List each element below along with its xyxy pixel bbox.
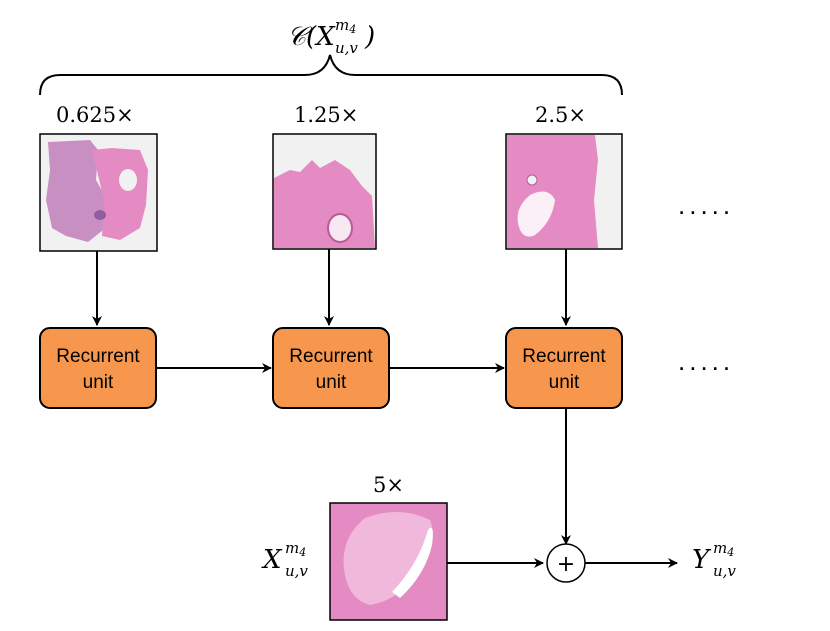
input-magnification-label: 5×	[373, 473, 404, 497]
thumbnail-125x	[272, 133, 377, 250]
sum-node: +	[546, 543, 586, 583]
context-label-suffix: )	[364, 22, 375, 52]
magnification-label-3: 2.5×	[535, 103, 586, 127]
recurrent-unit-1: Recurrent unit	[39, 327, 157, 409]
svg-text:Recurrent: Recurrent	[289, 346, 373, 367]
svg-text:Recurrent: Recurrent	[522, 346, 606, 367]
context-label: 𝒞(X	[287, 22, 336, 52]
thumbnail-5x	[329, 502, 448, 621]
output-label: Y	[692, 545, 712, 575]
input-label: X	[261, 545, 283, 575]
input-label-sup: m4	[285, 539, 306, 559]
output-label-sub: u,v	[713, 562, 736, 580]
output-label-sup: m4	[713, 539, 734, 559]
context-label-sup: m4	[335, 16, 356, 36]
magnification-label-1: 0.625×	[56, 103, 134, 127]
recurrent-unit-3: Recurrent unit	[505, 327, 623, 409]
ellipsis-middle: .....	[678, 346, 734, 376]
recurrent-unit-2: Recurrent unit	[272, 327, 390, 409]
svg-text:+: +	[557, 552, 575, 577]
svg-text:Recurrent: Recurrent	[56, 346, 140, 367]
thumbnail-0625x	[39, 133, 158, 252]
svg-text:unit: unit	[316, 372, 347, 393]
svg-text:unit: unit	[83, 372, 114, 393]
magnification-label-2: 1.25×	[294, 103, 358, 127]
context-brace	[39, 54, 623, 96]
svg-text:unit: unit	[549, 372, 580, 393]
ellipsis-top: .....	[678, 190, 734, 220]
input-label-sub: u,v	[285, 562, 308, 580]
thumbnail-25x	[505, 133, 623, 250]
context-label-sub: u,v	[335, 39, 358, 57]
